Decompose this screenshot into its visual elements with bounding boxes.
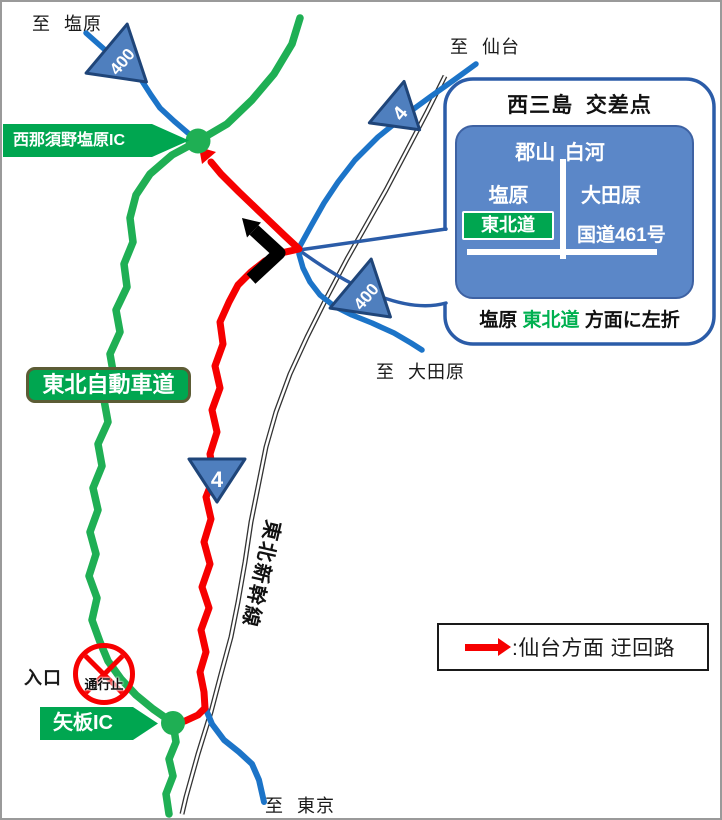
nishinasuno-ic-node bbox=[185, 128, 211, 154]
legend-red-arrow bbox=[465, 643, 498, 651]
callout-pointer-top bbox=[297, 227, 448, 252]
inset-title: 西三島 交差点 bbox=[507, 94, 652, 117]
tohoku-expressway-road bbox=[85, 14, 304, 818]
route-shield-400-south: 400 bbox=[328, 257, 392, 319]
badge-tohoku-expressway: 東北自動車道 bbox=[26, 367, 191, 403]
route-shield-4-north: 4 bbox=[367, 79, 422, 132]
road-closed-label: 通行止 bbox=[84, 677, 124, 692]
label-to-tokyo: 至 東京 bbox=[265, 796, 336, 816]
label-to-otawara: 至 大田原 bbox=[376, 362, 466, 382]
detour-route-road bbox=[181, 158, 303, 725]
badge-yaita-ic: 矢板IC bbox=[40, 707, 158, 740]
route-4-road-south bbox=[202, 704, 267, 805]
yaita-ic-node bbox=[161, 711, 185, 735]
sign-straight-destinations: 郡山 白河 bbox=[515, 142, 605, 164]
shinkansen-railway bbox=[179, 74, 448, 815]
inset-caption: 塩原 東北道 方面に左折 bbox=[445, 305, 714, 332]
sign-horizontal-road-line bbox=[467, 249, 657, 255]
label-entrance: 入口 bbox=[24, 668, 62, 688]
inset-intersection-detail: 西三島 交差点 郡山 白河 塩原 東北道 大田原 国道461号 塩原 東北道 方… bbox=[445, 79, 714, 344]
label-to-sendai: 至 仙台 bbox=[450, 37, 521, 57]
sign-vertical-road-line bbox=[560, 159, 566, 259]
route-shield-400-north: 400 bbox=[84, 22, 148, 84]
sign-left-road-badge: 東北道 bbox=[462, 211, 554, 240]
label-to-shiobara: 至 塩原 bbox=[32, 14, 103, 34]
route-shield-4-detour-label: 4 bbox=[211, 467, 224, 492]
inset-road-sign: 郡山 白河 塩原 東北道 大田原 国道461号 bbox=[455, 125, 694, 299]
caption-road: 東北道 bbox=[522, 310, 580, 331]
badge-nishinasuno-shiobara-ic: 西那須野塩原IC bbox=[3, 124, 189, 157]
route-shield-4-detour: 4 bbox=[187, 457, 247, 504]
legend-label: :仙台方面 迂回路 bbox=[512, 637, 676, 660]
caption-suffix: 方面に左折 bbox=[584, 310, 680, 331]
sign-right-road: 国道461号 bbox=[577, 225, 666, 246]
sign-left-destination: 塩原 bbox=[488, 185, 529, 207]
road-closed-sign: 通行止 bbox=[73, 643, 135, 705]
sign-right-destination: 大田原 bbox=[581, 185, 641, 207]
legend-box: :仙台方面 迂回路 bbox=[437, 623, 709, 671]
turn-left-arrow bbox=[242, 218, 286, 284]
legend-red-arrowhead bbox=[498, 638, 511, 656]
caption-destination: 塩原 bbox=[479, 310, 518, 331]
